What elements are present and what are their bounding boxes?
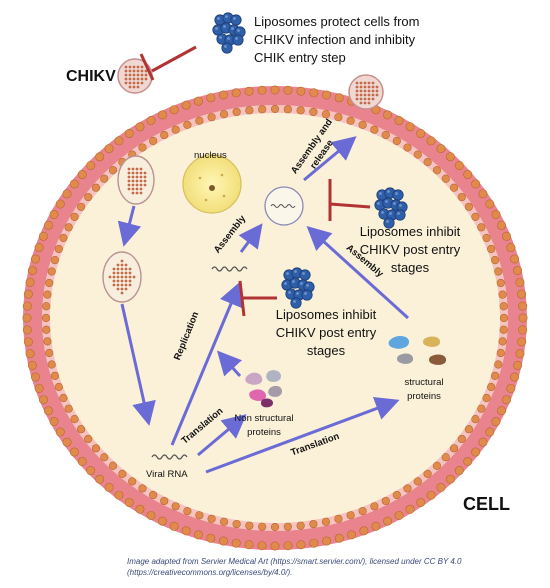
cell-label: CELL bbox=[463, 494, 510, 514]
liposome-cluster-replication bbox=[281, 267, 315, 309]
note-mid-line-1: Liposomes inhibit bbox=[276, 307, 377, 322]
membrane-inner-heads bbox=[41, 104, 509, 532]
arrow-endosome-down bbox=[117, 205, 142, 247]
pathway-arrows bbox=[117, 136, 410, 474]
non-structural-label-1: Non structural bbox=[234, 413, 293, 424]
replicated-rna bbox=[211, 266, 248, 272]
inhibitor-assembly bbox=[328, 179, 371, 221]
non-structural-label-2: proteins bbox=[247, 427, 281, 438]
membrane-outer-heads bbox=[22, 85, 528, 551]
note-right-line-3: stages bbox=[391, 260, 430, 275]
arrow-assembly-left bbox=[238, 223, 263, 253]
chikv-label: CHIKV bbox=[66, 68, 116, 85]
structural-proteins bbox=[388, 335, 447, 365]
inhibitor-replication bbox=[238, 280, 277, 317]
note-mid-line-2: CHIKV post entry bbox=[276, 325, 377, 340]
structural-label-2: proteins bbox=[407, 391, 441, 402]
note-protect-entry: Liposomes protect cells from CHIKV infec… bbox=[254, 14, 419, 65]
note-protect-line-3: CHIK entry step bbox=[254, 50, 346, 65]
endosome-lower bbox=[102, 251, 142, 303]
arrow-assembly-right bbox=[306, 225, 410, 320]
viral-rna-strand bbox=[151, 454, 188, 460]
note-right-line-2: CHIKV post entry bbox=[360, 242, 461, 257]
non-structural-proteins bbox=[245, 370, 282, 408]
nucleus bbox=[182, 154, 242, 214]
note-post-entry-mid: Liposomes inhibit CHIKV post entry stage… bbox=[276, 307, 377, 358]
note-protect-line-2: CHIKV infection and inhibity bbox=[254, 32, 416, 47]
viral-rna-label: Viral RNA bbox=[146, 469, 188, 480]
arrow-to-viral-rna bbox=[120, 303, 156, 426]
structural-label-1: structural bbox=[404, 377, 443, 388]
nucleus-label: nucleus bbox=[194, 150, 227, 161]
liposome-cluster-entry bbox=[212, 12, 246, 54]
arrow-translation-nonstructural bbox=[197, 414, 247, 457]
assembled-virion bbox=[264, 186, 304, 226]
arrow-translation-structural bbox=[205, 397, 400, 474]
inhibitor-entry bbox=[139, 45, 197, 81]
note-protect-line-1: Liposomes protect cells from bbox=[254, 14, 419, 29]
arrow-nonstructural-replication bbox=[216, 350, 242, 378]
endosome-upper bbox=[117, 155, 155, 205]
note-mid-line-3: stages bbox=[307, 343, 346, 358]
note-post-entry-right: Liposomes inhibit CHIKV post entry stage… bbox=[360, 224, 461, 275]
arrow-replication bbox=[170, 281, 243, 446]
credit-line-2: (https://creativecommons.org/licenses/by… bbox=[127, 568, 292, 577]
credit-line-1: Image adapted from Servier Medical Art (… bbox=[127, 557, 462, 566]
arrow-release bbox=[303, 136, 357, 182]
chikv-virion-membrane bbox=[348, 74, 384, 110]
note-right-line-1: Liposomes inhibit bbox=[360, 224, 461, 239]
liposome-cluster-assembly bbox=[374, 187, 408, 229]
